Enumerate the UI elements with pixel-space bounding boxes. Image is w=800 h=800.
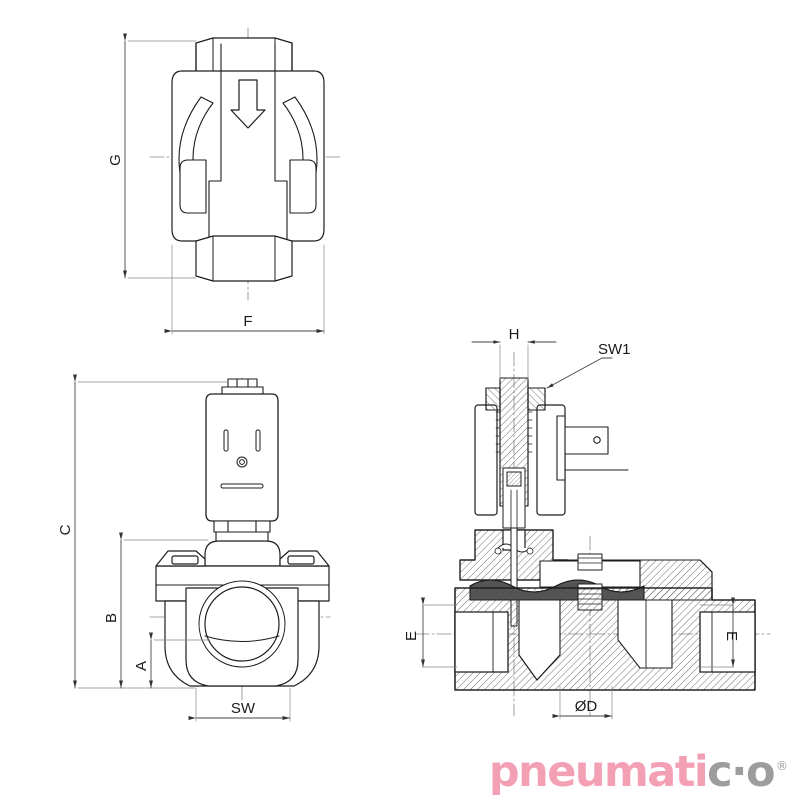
- dimension-label-b: B: [103, 613, 120, 623]
- section-seal-details: [494, 547, 534, 555]
- dimension-g: G: [107, 33, 197, 279]
- coil-face-details: [220, 429, 264, 489]
- dimension-c: C: [57, 374, 229, 689]
- dimension-e-right: E: [699, 597, 740, 668]
- section-plunger-cavity: [502, 467, 526, 529]
- logo-text-secondary: c·o: [707, 747, 775, 797]
- connector-hole: [593, 436, 601, 444]
- flow-direction-arrow: [230, 79, 266, 129]
- front-flange-slot-left: [171, 555, 199, 565]
- front-bonnet: [204, 540, 281, 567]
- section-valve-body: [454, 587, 756, 691]
- front-stem-collar: [213, 520, 271, 542]
- dimension-b: B: [103, 532, 209, 689]
- coil-slot-right: [255, 429, 261, 452]
- dimension-label-e-right: E: [723, 631, 740, 641]
- dimension-f: F: [164, 244, 325, 335]
- coil-slot-bottom: [220, 483, 264, 489]
- dimension-label-diameter-d: ØD: [575, 698, 598, 715]
- section-view: H SW1 E E: [403, 326, 771, 720]
- front-port-bore-inner: [204, 586, 280, 662]
- front-flange-slot-right: [287, 555, 315, 565]
- dimension-sw1: SW1: [546, 341, 631, 389]
- dimension-label-e-left: E: [403, 631, 420, 641]
- registered-trademark-icon: ®: [776, 759, 788, 773]
- front-view: C B A SW: [57, 374, 331, 722]
- electrical-connector: [556, 415, 629, 481]
- top-right-clamp-arm: [282, 96, 318, 214]
- logo-text-primary: pneumati: [488, 747, 709, 797]
- top-flow-channel: [208, 43, 288, 242]
- dimension-e-left: E: [403, 597, 458, 668]
- dimension-label-c: C: [57, 524, 74, 535]
- front-top-cap: [221, 378, 264, 395]
- dimension-label-g: G: [107, 154, 124, 166]
- dimension-sw: SW: [188, 687, 291, 722]
- pneumatico-logo: pneumati c·o ®: [489, 751, 788, 794]
- top-left-clamp-arm: [178, 96, 214, 214]
- dimension-h: H: [471, 326, 557, 381]
- dimension-label-f: F: [243, 313, 252, 330]
- dimension-diameter-d: ØD: [552, 685, 613, 720]
- coil-slot-left: [223, 429, 229, 452]
- dimension-a: A: [133, 632, 211, 689]
- top-view: G F: [107, 27, 341, 335]
- dimension-label-h: H: [509, 326, 520, 343]
- top-lower-hex-fittings: [195, 235, 293, 282]
- dimension-label-a: A: [133, 661, 150, 671]
- front-port-body: [164, 580, 320, 687]
- dimension-label-sw: SW: [231, 700, 256, 717]
- dimension-label-sw1: SW1: [598, 341, 631, 358]
